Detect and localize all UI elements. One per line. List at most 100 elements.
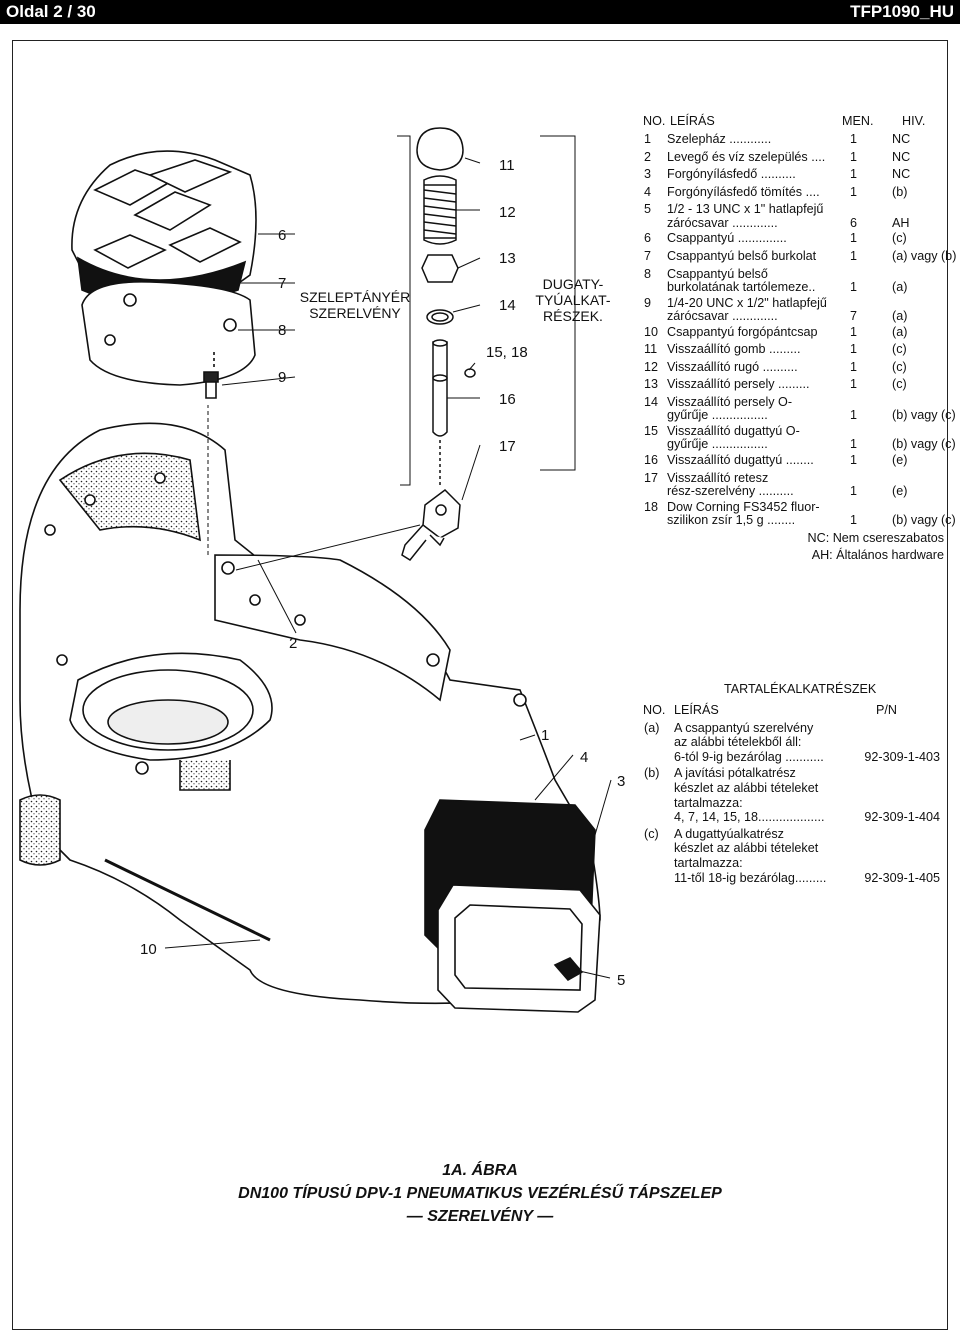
row-desc: Csappantyú .............. [667,231,787,246]
col-rev: HIV. [902,114,926,128]
kit-desc: A javítási pótalkatrész készlet az alább… [674,766,825,825]
row-rev: (b) vagy (c) [892,437,956,452]
row-no: 10 [644,324,659,339]
row-no: 13 [644,377,659,392]
row-no: 12 [644,359,659,374]
row-qty: 1 [850,132,858,146]
row-desc: Csappantyú forgópántcsap [667,324,818,339]
row-rev: (c) [892,342,907,357]
spare-parts-body: (a)A csappantyú szerelvény az alábbi tét… [640,721,940,886]
seat-assembly-label-1: SZELEPTÁNYÉR [300,289,410,305]
row-no: 8 [644,266,652,281]
kit-desc: A dugattyúalkatrész készlet az alábbi té… [674,826,827,885]
kit-desc: A csappantyú szerelvény az alábbi tétele… [674,720,824,764]
clapper-assembly [71,150,257,399]
row-desc: 1/4-20 UNC x 1/2" hatlapfejű [667,295,827,310]
row-qty: 1 [850,280,858,295]
seat-assembly-label-2: SZERELVÉNY [309,305,401,321]
row-no: 17 [644,470,659,485]
callout-2: 2 [289,635,297,652]
row-qty: 1 [850,408,858,423]
row-no: 16 [644,452,659,467]
row-desc: Visszaállító dugattyú ........ [667,452,814,467]
row-no: 2 [644,149,652,164]
legend-ah: AH: Általános hardware [811,548,944,563]
row-no: 4 [644,184,652,199]
row-qty: 1 [850,359,858,374]
list-item: (a)A csappantyú szerelvény az alábbi tét… [640,721,940,765]
list-item: (b) A javítási pótalkatrész készlet az al… [640,766,940,824]
kit-no: (b) [644,766,660,781]
row-no: 14 [644,394,659,409]
legend-nc: NC: Nem csereszabatos [807,530,944,545]
callout-13: 13 [499,250,516,267]
row-qty: 1 [850,452,858,467]
callout-10: 10 [140,941,157,958]
row-qty: 6 [850,215,858,230]
row-qty: 1 [850,248,858,263]
row-desc: Levegő és víz szelepülés .... [667,149,826,164]
reset-plug-parts [401,127,476,561]
row-rev: (e) [892,484,908,499]
row-no: 6 [644,231,652,246]
row-desc: Forgónyílásfedő tömítés .... [667,184,820,199]
row-no: 9 [644,295,652,310]
row-qty: 1 [850,513,858,528]
callout-9: 9 [278,369,286,386]
leader-lines [164,135,612,979]
row-no: 18 [644,499,659,514]
row-desc: Csappantyú belső [667,266,768,281]
row-desc: Forgónyílásfedő .......... [667,167,796,182]
callout-12: 12 [499,204,516,221]
col-no: NO. [643,114,666,128]
row-desc: Csappantyú belső burkolat [667,248,817,263]
row-qty: 1 [850,149,858,164]
table-row: 10 Csappantyú forgópántcsap 1 (a) [640,325,952,343]
valve-body [19,422,601,1013]
row-desc: Visszaállító gomb ......... [667,342,801,357]
row-no: 3 [644,167,652,182]
callout-labels: 6 7 8 9 11 12 13 14 15, 18 16 17 2 1 4 3… [140,157,625,989]
document-id: TFP1090_HU [850,2,954,21]
callout-3: 3 [617,773,625,790]
callout-15-18: 15, 18 [486,344,528,361]
row-rev: (b) vagy (c) [892,513,956,528]
row-desc: Visszaállító persely ......... [667,377,810,392]
row-rev: NC [892,132,911,146]
row-no: 1 [644,132,652,146]
row-rev: (c) [892,231,907,246]
kit-no: (c) [644,826,659,841]
row-rev: (a) vagy (b) [892,248,957,263]
row-rev: (c) [892,359,907,374]
row-no: 15 [644,423,659,438]
row-no: 5 [644,202,652,217]
callout-14: 14 [499,297,516,314]
row-desc-cont: szilikon zsír 1,5 g ........ [667,513,796,528]
row-desc-cont: gyűrűje ................ [667,437,768,452]
kit-part-number: 92-309-1-403 [864,749,940,764]
col-qty: MEN. [842,114,874,128]
page-number: Oldal 2 / 30 [6,2,96,21]
row-desc: Visszaállító retesz [667,470,769,485]
row-qty: 1 [850,342,858,357]
row-rev: (a) [892,324,908,339]
table-row: 15 Visszaállító dugattyú O-gyűrűje ......… [640,423,956,453]
callout-17: 17 [499,438,516,455]
kit-col-pn: P/N [876,702,897,717]
row-qty: 1 [850,324,858,339]
row-desc: Visszaállító dugattyú O- [667,423,800,438]
